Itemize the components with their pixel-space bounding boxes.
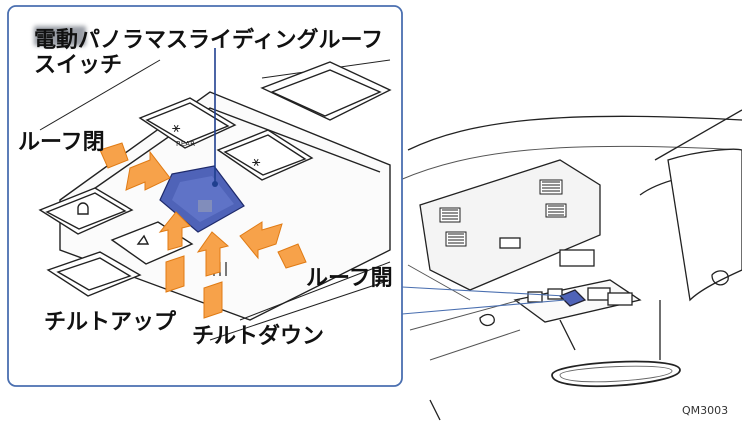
tilt-down-label: チルトダウン — [192, 324, 325, 349]
lock-button — [38, 187, 134, 235]
rear-lamp-button: ⚹ REAR — [138, 97, 237, 149]
callout-connector — [401, 286, 566, 315]
callout-title-line2: スイッチ — [34, 53, 123, 78]
tilt-down-arrow — [196, 231, 230, 319]
lower-left-button — [46, 251, 142, 297]
console-vent-left — [439, 207, 467, 247]
tilt-up-label: チルトアップ — [44, 310, 177, 335]
tilt-up-arrow — [158, 211, 191, 293]
roof-open-label: ルーフ開 — [306, 266, 393, 291]
roof-close-label: ルーフ閉 — [18, 130, 105, 155]
leader-line — [212, 48, 218, 187]
front-lamp-button: ⚹ — [216, 129, 314, 181]
title-blur-mark — [34, 26, 86, 46]
overhead-console-overview — [399, 109, 742, 421]
roof-open-arrow — [239, 221, 307, 269]
roof-close-arrow — [99, 142, 171, 191]
svg-text:⚹: ⚹ — [252, 154, 261, 170]
panorama-roof-switch — [159, 165, 245, 233]
callout-title-line1: 電動パノラマスライディングルーフ — [34, 28, 384, 53]
svg-text:⚹: ⚹ — [172, 120, 181, 136]
rear-lamp-label: REAR — [176, 140, 195, 148]
console-vent-right — [539, 179, 567, 218]
figure-code: QM3003 — [682, 404, 729, 417]
